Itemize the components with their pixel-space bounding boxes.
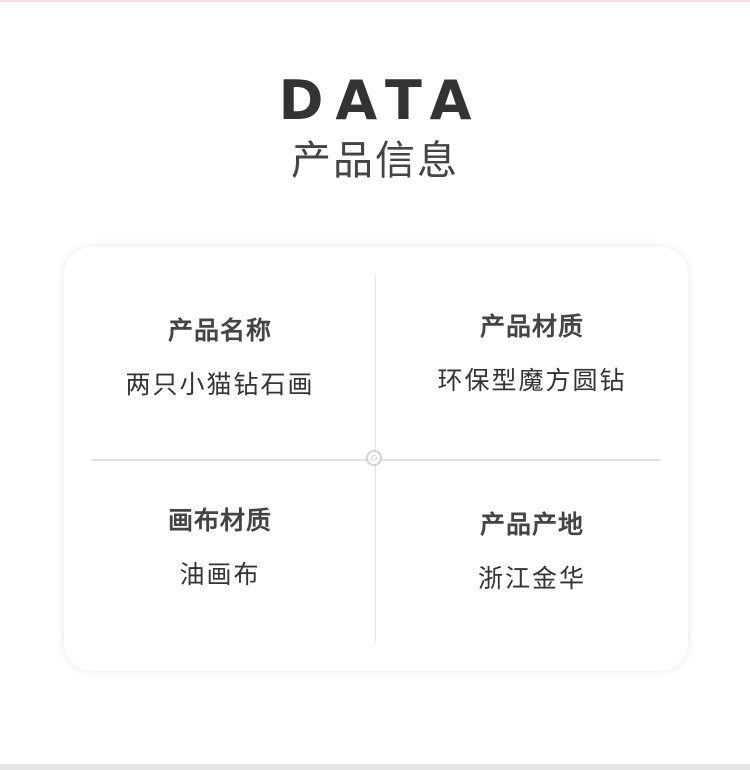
product-info-card: 产品名称 两只小猫钻石画 产品材质 环保型魔方圆钻 画布材质 油画布 产品产地 … xyxy=(64,247,688,671)
top-accent-line xyxy=(0,0,750,2)
info-cell-canvas-material: 画布材质 油画布 xyxy=(64,505,376,591)
info-cell-product-name: 产品名称 两只小猫钻石画 xyxy=(64,315,376,401)
section-title-cn: 产品信息 xyxy=(291,138,459,184)
info-value: 油画布 xyxy=(179,560,261,589)
info-cell-product-material: 产品材质 环保型魔方圆钻 xyxy=(376,311,688,397)
info-cell-origin: 产品产地 浙江金华 xyxy=(376,509,688,595)
info-label: 产品产地 xyxy=(479,510,584,539)
info-label: 产品名称 xyxy=(167,316,272,345)
section-title-en: DATA xyxy=(278,69,484,132)
info-label: 产品材质 xyxy=(479,312,584,341)
center-circle-icon xyxy=(366,450,382,466)
bottom-band xyxy=(0,764,750,770)
info-value: 环保型魔方圆钻 xyxy=(437,366,627,395)
info-value: 浙江金华 xyxy=(477,564,586,593)
section-header: DATA 产品信息 xyxy=(0,70,750,186)
info-value: 两只小猫钻石画 xyxy=(125,370,315,399)
info-label: 画布材质 xyxy=(167,506,272,535)
